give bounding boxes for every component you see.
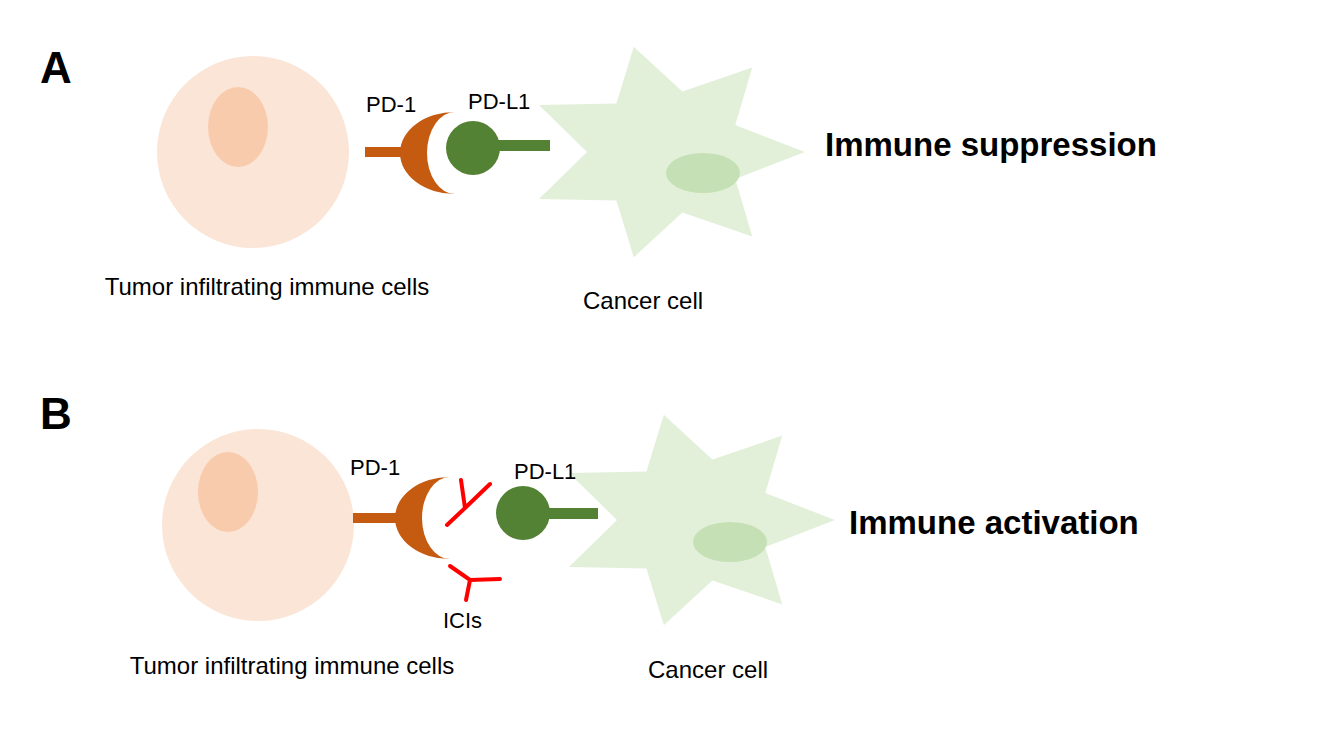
receptor-label: PD-1 <box>350 455 400 481</box>
nucleus <box>208 87 268 167</box>
antibody <box>447 480 500 600</box>
nucleus <box>666 153 740 193</box>
outcome-label: Immune activation <box>849 503 1139 543</box>
immune-cell <box>157 56 349 248</box>
outcome-label: Immune suppression <box>825 125 1157 165</box>
pdl1-ligand <box>446 121 500 175</box>
ligand-label: PD-L1 <box>468 89 530 115</box>
drug-label: ICIs <box>443 608 482 634</box>
nucleus <box>693 522 767 562</box>
cancer-cell <box>569 415 835 626</box>
immune-cell <box>162 429 354 621</box>
nucleus <box>198 452 258 532</box>
cell-label: Tumor infiltrating immune cells <box>112 652 472 681</box>
receptor-label: PD-1 <box>366 92 416 118</box>
pd1-stem <box>353 513 399 523</box>
ligand-label: PD-L1 <box>514 459 576 485</box>
panel-letter: A <box>40 42 72 95</box>
cancer-cell <box>539 47 805 258</box>
pd1-receptor <box>395 477 450 559</box>
pdl1-ligand <box>496 486 550 540</box>
cell-label: Tumor infiltrating immune cells <box>87 273 447 302</box>
panel-letter: B <box>40 388 72 441</box>
cell-label: Cancer cell <box>583 287 703 316</box>
cell-label: Cancer cell <box>648 656 768 685</box>
